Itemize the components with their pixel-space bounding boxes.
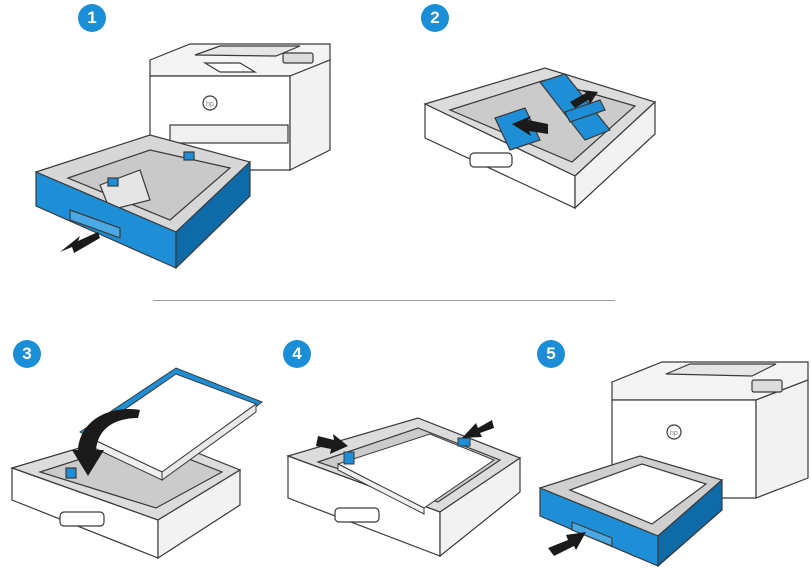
step-1-badge: 1 xyxy=(78,4,106,32)
guide-arrows xyxy=(316,420,494,454)
push-arrow xyxy=(548,532,586,556)
pull-arrow xyxy=(60,232,100,253)
step-3-badge: 3 xyxy=(13,340,41,368)
tray-1 xyxy=(34,134,252,270)
step-2-badge: 2 xyxy=(421,4,449,32)
step-5-badge: 5 xyxy=(537,340,565,368)
svg-text:hp: hp xyxy=(670,430,678,437)
paper-loaded xyxy=(336,433,496,515)
section-divider xyxy=(153,300,615,301)
flip-arrow xyxy=(72,409,140,476)
tray-5 xyxy=(538,455,724,568)
paper-stack xyxy=(79,367,264,481)
slide-arrows xyxy=(512,90,598,136)
printer-body: hp xyxy=(149,43,331,171)
step-4-badge: 4 xyxy=(283,340,311,368)
svg-text:hp: hp xyxy=(206,101,214,108)
